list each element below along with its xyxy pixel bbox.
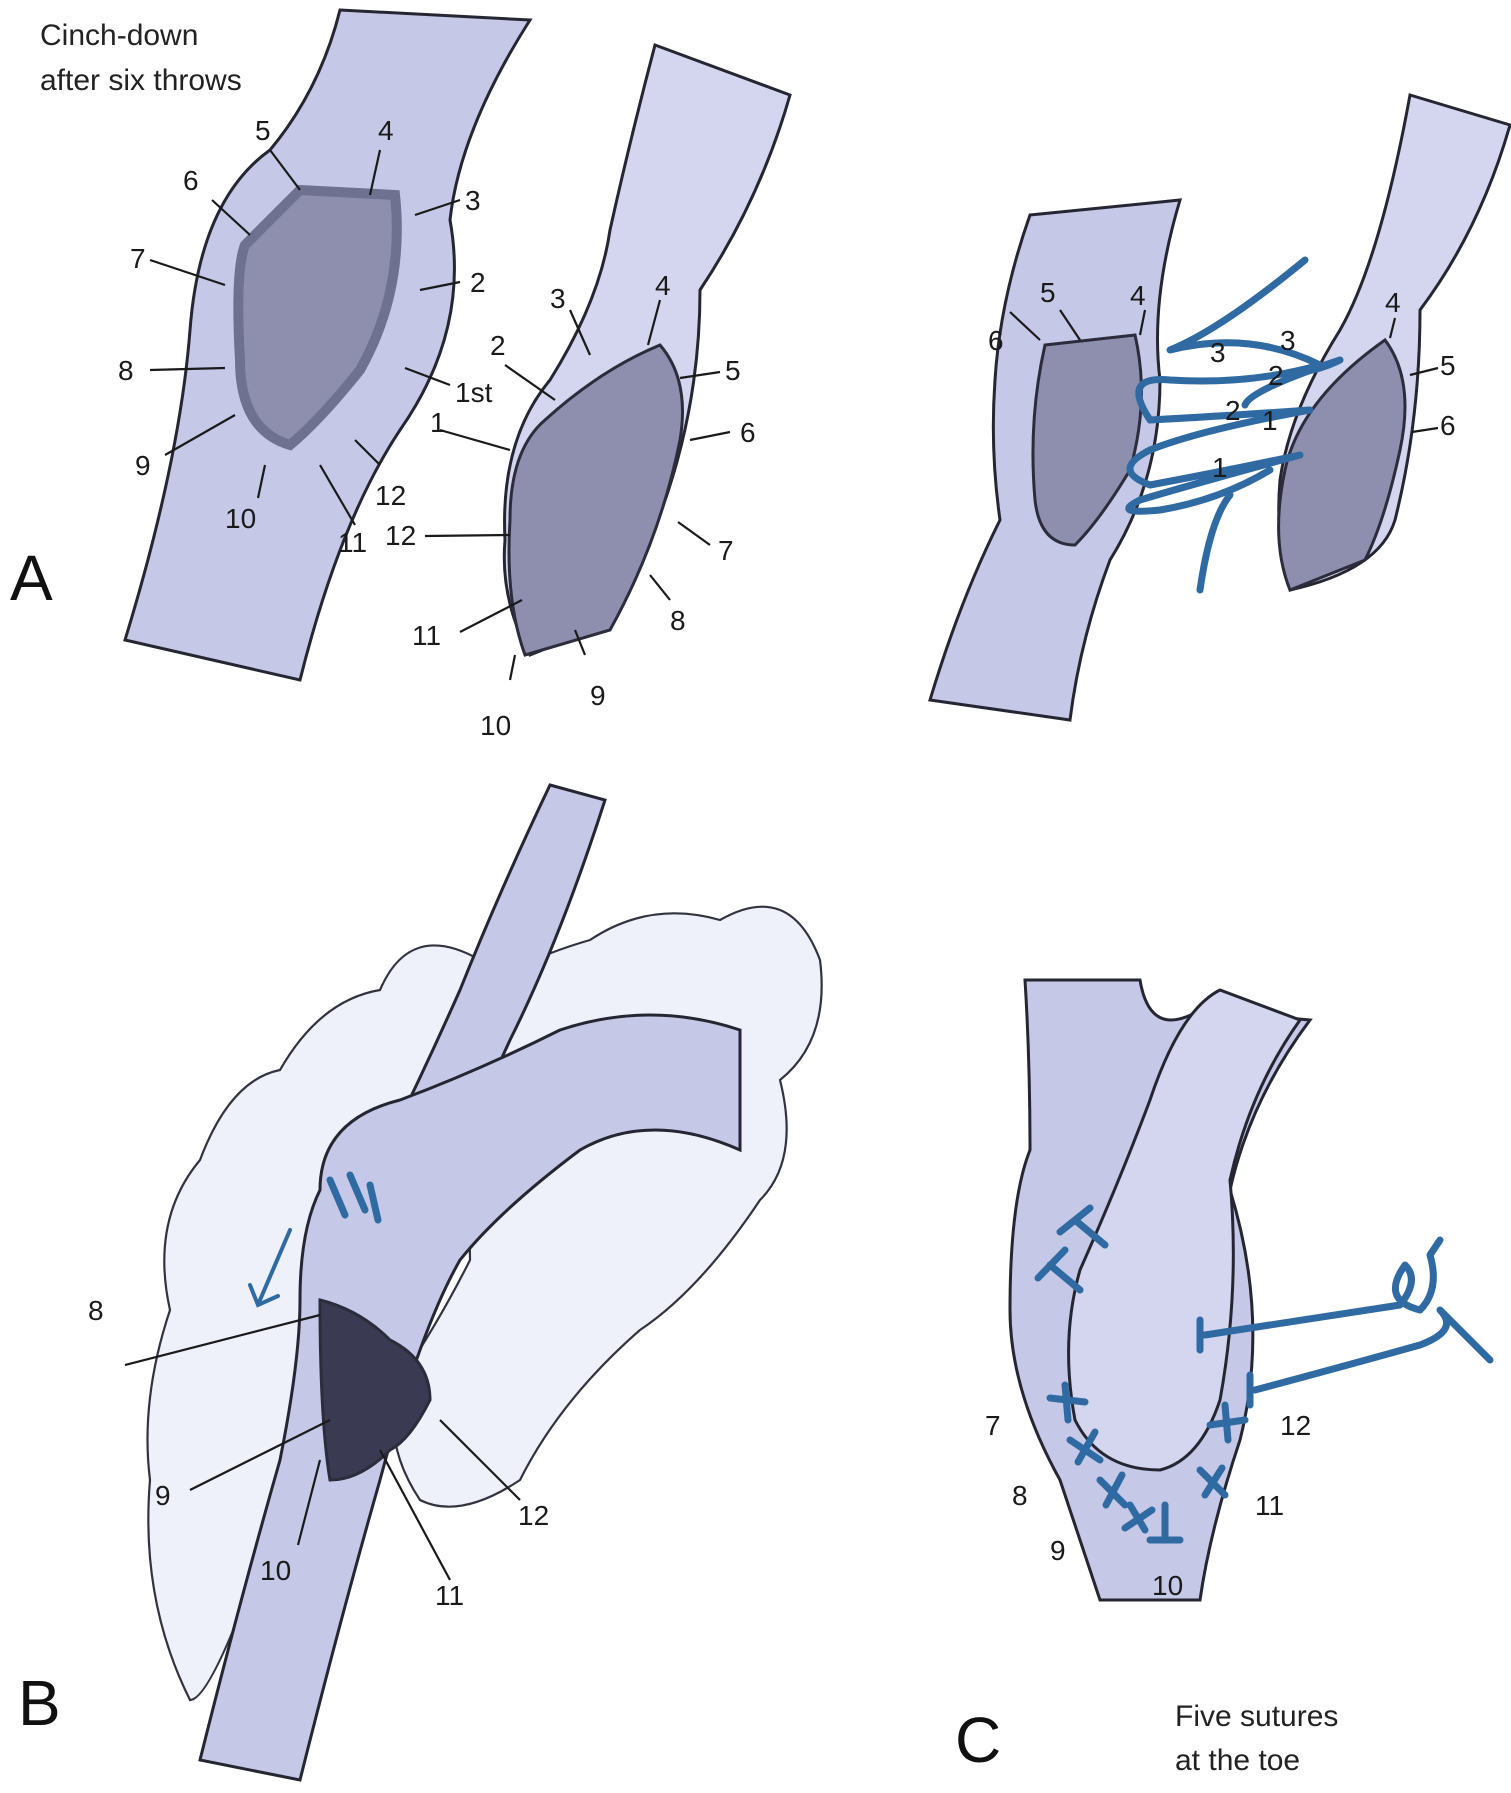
a-suture-label-4-donor: 4 xyxy=(1385,287,1401,318)
a-left-label-8: 8 xyxy=(118,355,134,386)
panel-b-letter: B xyxy=(18,1667,61,1739)
a-donor-label-3: 3 xyxy=(550,283,566,314)
a-donor-label-9: 9 xyxy=(590,680,606,711)
c-label-9: 9 xyxy=(1050,1535,1066,1566)
a-left-label-11: 11 xyxy=(338,527,367,558)
a-suture-label-3a: 3 xyxy=(1210,337,1226,368)
panel-c-caption-line2: at the toe xyxy=(1175,1744,1300,1777)
panel-a-letter: A xyxy=(10,542,53,614)
a-donor-label-6: 6 xyxy=(740,417,756,448)
c-label-8: 8 xyxy=(1012,1480,1028,1511)
a-left-label-4: 4 xyxy=(378,115,394,146)
a-left-label-6: 6 xyxy=(183,165,199,196)
c-label-10: 10 xyxy=(1152,1570,1183,1601)
donor-lumen xyxy=(509,345,683,655)
a-donor-label-5: 5 xyxy=(725,355,741,386)
panel-a-suture-illustration xyxy=(930,95,1510,720)
a-suture-label-4: 4 xyxy=(1130,280,1146,311)
a-left-label-5: 5 xyxy=(255,115,271,146)
a-suture-label-1a: 1 xyxy=(1212,452,1228,483)
a-suture-label-5-donor: 5 xyxy=(1440,350,1456,381)
panel-c-caption-line1: Five sutures xyxy=(1175,1700,1338,1733)
a-suture-label-1b: 1 xyxy=(1262,405,1278,436)
panel-c-illustration xyxy=(1010,980,1490,1600)
b-label-12: 12 xyxy=(518,1500,549,1531)
a-suture-label-2b: 2 xyxy=(1268,360,1284,391)
c-label-11: 11 xyxy=(1255,1490,1284,1521)
a-suture-label-6: 6 xyxy=(988,325,1004,356)
a-donor-label-12: 12 xyxy=(385,520,416,551)
a-left-label-3: 3 xyxy=(465,185,481,216)
a-suture-label-6-donor: 6 xyxy=(1440,410,1456,441)
c-label-7: 7 xyxy=(985,1410,1001,1441)
panel-a-caption-line2: after six throws xyxy=(40,64,242,97)
a-left-label-12: 12 xyxy=(375,480,406,511)
a-donor-label-10: 10 xyxy=(480,710,511,741)
a-suture-label-2a: 2 xyxy=(1225,395,1241,426)
a-donor-label-2: 2 xyxy=(490,330,506,361)
panel-c-letter: C xyxy=(955,1704,1001,1776)
a-left-label-9: 9 xyxy=(135,450,151,481)
a-donor-label-8: 8 xyxy=(670,605,686,636)
a-left-label-10: 10 xyxy=(225,503,256,534)
c-label-12: 12 xyxy=(1280,1410,1311,1441)
a-donor-label-1: 1 xyxy=(430,407,446,438)
a-suture-label-3b: 3 xyxy=(1280,325,1296,356)
a-donor-label-7: 7 xyxy=(718,535,734,566)
a-suture-label-5: 5 xyxy=(1040,277,1056,308)
a-donor-label-4: 4 xyxy=(655,270,671,301)
panel-a-caption-line1: Cinch-down xyxy=(40,19,198,52)
b-label-9: 9 xyxy=(155,1480,171,1511)
a-donor-label-11: 11 xyxy=(412,620,441,651)
a-left-label-1st: 1st xyxy=(455,377,493,408)
panel-a-left-illustration xyxy=(125,10,790,680)
a-left-label-2: 2 xyxy=(470,267,486,298)
b-label-8: 8 xyxy=(88,1295,104,1326)
suture-tail-bottom xyxy=(1200,495,1230,590)
a-left-label-7: 7 xyxy=(130,243,146,274)
b-label-11: 11 xyxy=(435,1580,464,1611)
b-label-10: 10 xyxy=(260,1555,291,1586)
panel-b-illustration xyxy=(148,785,822,1780)
